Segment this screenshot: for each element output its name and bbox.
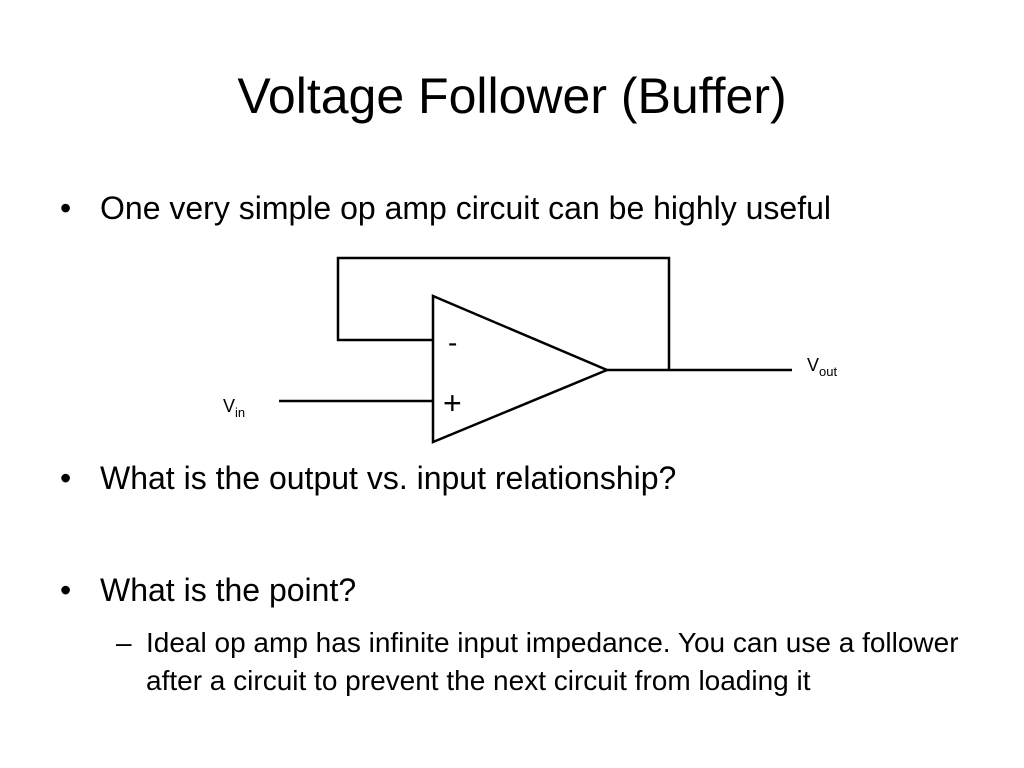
vout-label-main: V [807,355,819,375]
bullet-marker: • [60,572,72,608]
op-amp-triangle [431,294,611,444]
sub-bullet-marker: – [116,627,132,658]
bullet-text: What is the output vs. input relationshi… [100,460,677,496]
feedback-wire [336,256,671,370]
bullet-text: What is the point? [100,572,357,608]
vout-label: Vout [807,355,837,379]
non-inverting-input-sign: + [443,385,462,421]
vin-label: Vin [223,396,245,420]
slide-title: Voltage Follower (Buffer) [237,68,787,124]
vout-label-subscript: out [819,364,837,379]
bullet-item-2: • What is the output vs. input relations… [60,458,920,498]
vin-label-main: V [223,396,235,416]
bullet-text: One very simple op amp circuit can be hi… [100,190,832,226]
bullet-item-1: • One very simple op amp circuit can be … [60,188,920,228]
bullet-marker: • [60,190,72,226]
sub-bullet-item: – Ideal op amp has infinite input impeda… [116,624,986,700]
bullet-marker: • [60,460,72,496]
bullet-item-3: • What is the point? [60,570,920,610]
sub-bullet-text: Ideal op amp has infinite input impedanc… [146,627,959,696]
vin-label-subscript: in [235,405,245,420]
inverting-input-sign: - [448,327,457,358]
